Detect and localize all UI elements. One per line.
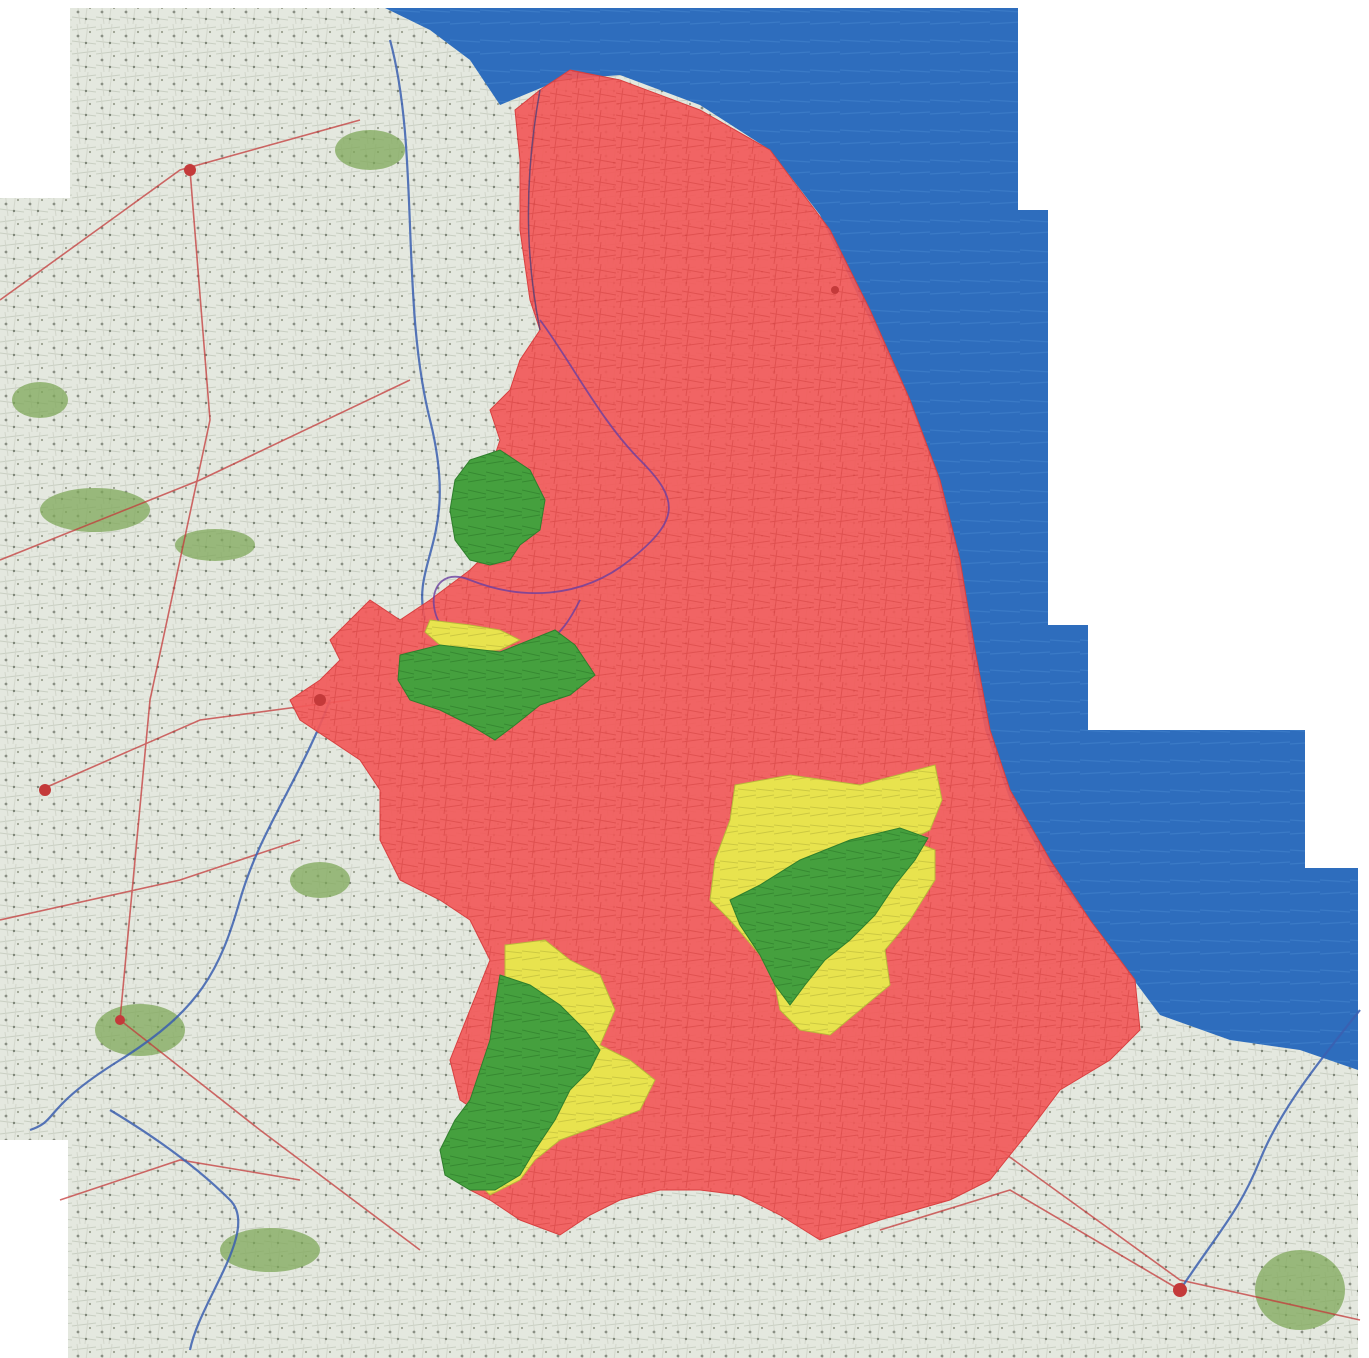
green-zone-southwest[interactable] — [439, 974, 601, 1191]
coast-border-line — [527, 89, 541, 331]
sea-area[interactable] — [385, 8, 1358, 1070]
green-zone-middle[interactable] — [397, 629, 596, 741]
road-network — [0, 119, 1361, 1321]
settlement-markers — [39, 164, 1187, 1297]
river-network — [29, 39, 1361, 1351]
woodland-patches — [12, 130, 1345, 1330]
yellow-zone-middle[interactable] — [424, 619, 522, 653]
green-zone-north[interactable] — [449, 449, 546, 566]
green-zone-east[interactable] — [729, 827, 929, 1006]
